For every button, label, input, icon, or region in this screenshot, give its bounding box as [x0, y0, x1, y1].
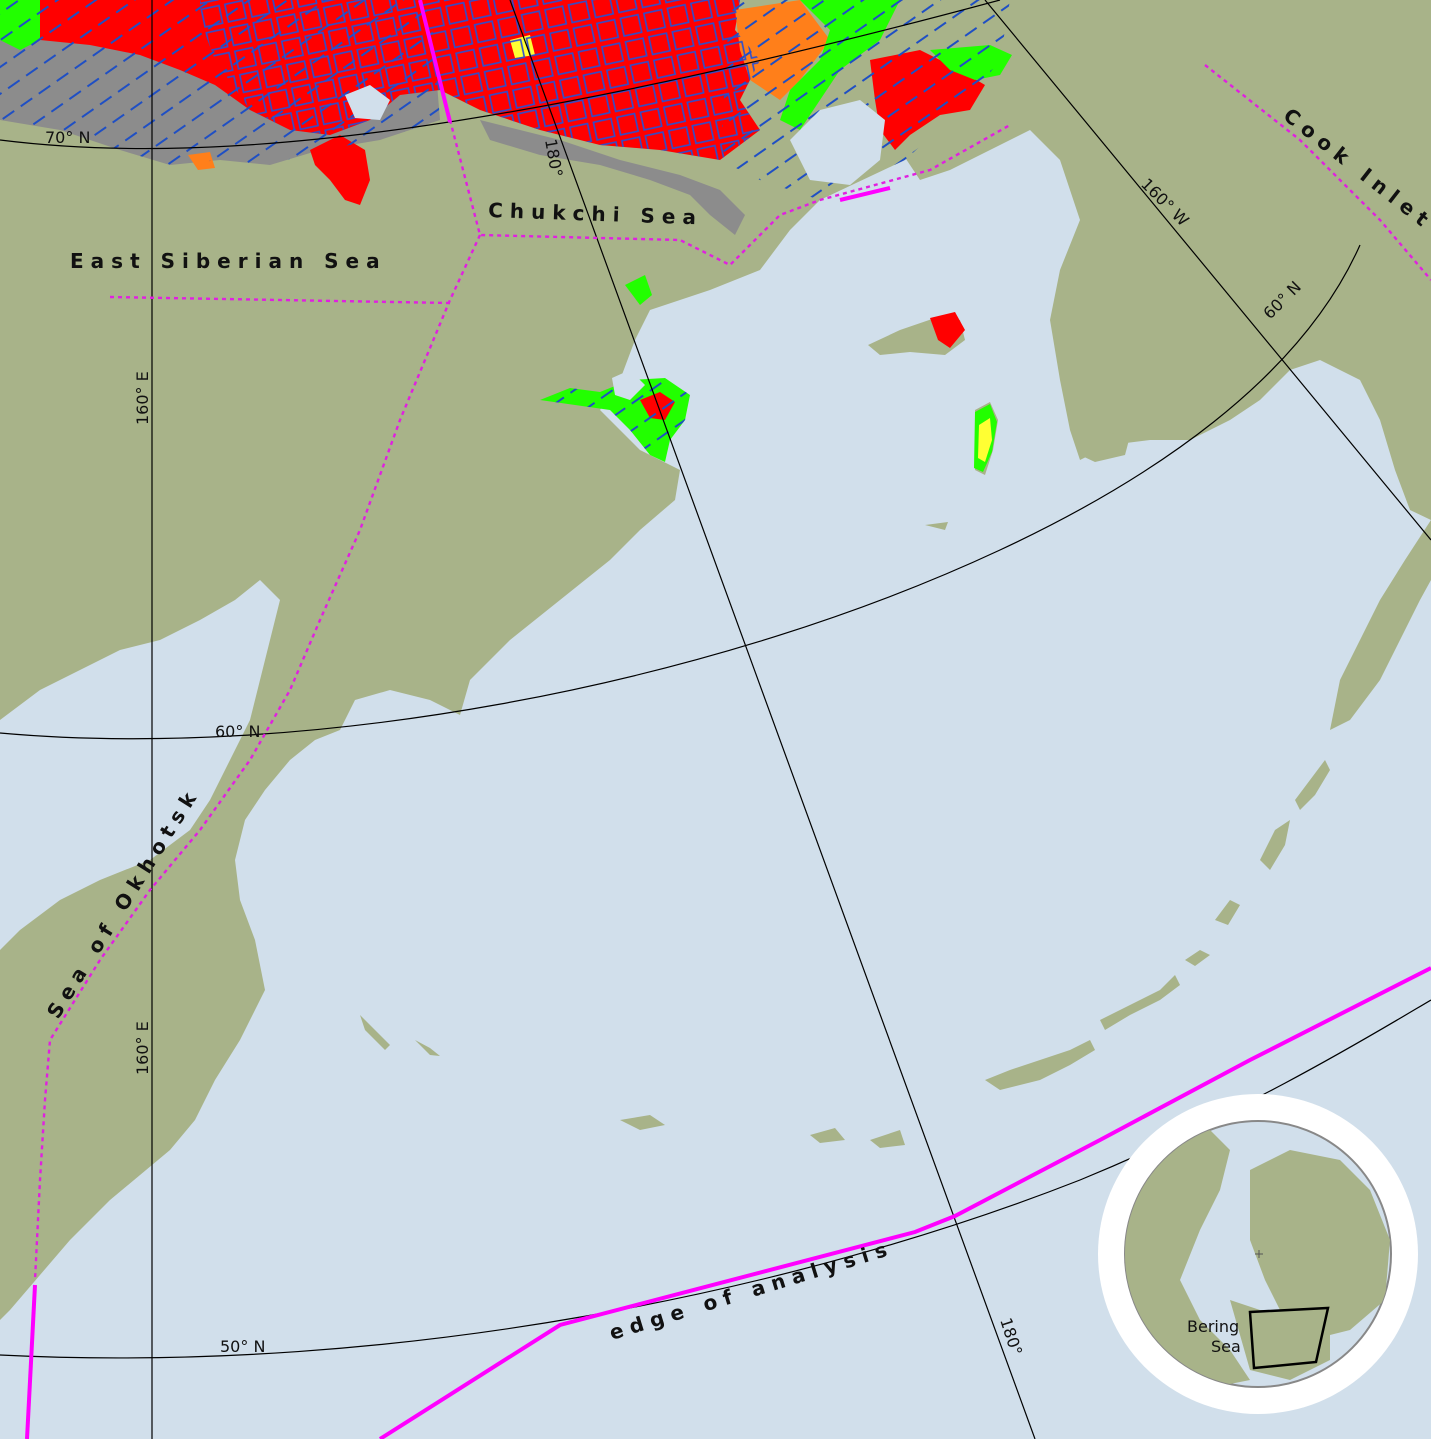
label-50n: 50° N [220, 1337, 265, 1356]
meridian-180 [509, 0, 1036, 1439]
label-60n-left: 60° N [215, 722, 260, 741]
grid-overlay [200, 0, 760, 160]
patch-red-stlawrence [930, 312, 965, 348]
parallel-50n [0, 999, 1431, 1359]
arctic-red-lobe [310, 135, 370, 205]
arctic-gray-zone-east [480, 120, 745, 235]
label-160e-top: 160° E [133, 371, 152, 425]
label-70n: 70° N [45, 128, 90, 147]
meridian-160w [984, 0, 1431, 541]
aleutian-islands [360, 522, 1330, 1148]
patch-green-north [625, 275, 652, 305]
label-east-siberian-sea: East Siberian Sea [70, 249, 387, 273]
bay-anadyr [612, 370, 645, 400]
bay-kotzebue [790, 100, 885, 185]
sea-okhotsk-water [0, 580, 280, 950]
bay-kolyma [345, 85, 390, 120]
inset-bering-box [1248, 1306, 1330, 1370]
land-siberia [0, 0, 1010, 1320]
land-alaska [900, 0, 1431, 520]
edge-of-analysis-line [25, 0, 1431, 1439]
patch-stmatthew-yellow [978, 418, 992, 462]
inset-label-bering: Bering [1187, 1317, 1239, 1336]
parallel-70n [0, 0, 1001, 150]
sea-boundaries [33, 64, 1431, 1281]
hatch-overlay-chukotka [540, 378, 690, 462]
label-160e-bottom: 160° E [133, 1021, 152, 1075]
land-kurils [1330, 520, 1431, 730]
inset-label-sea: Sea [1211, 1337, 1241, 1356]
hatch-overlay-east [720, 0, 1010, 200]
inset-locator: Bering Sea [1098, 1094, 1418, 1414]
island-nunivak [1080, 432, 1130, 462]
inset-pole-icon [1255, 1250, 1263, 1258]
